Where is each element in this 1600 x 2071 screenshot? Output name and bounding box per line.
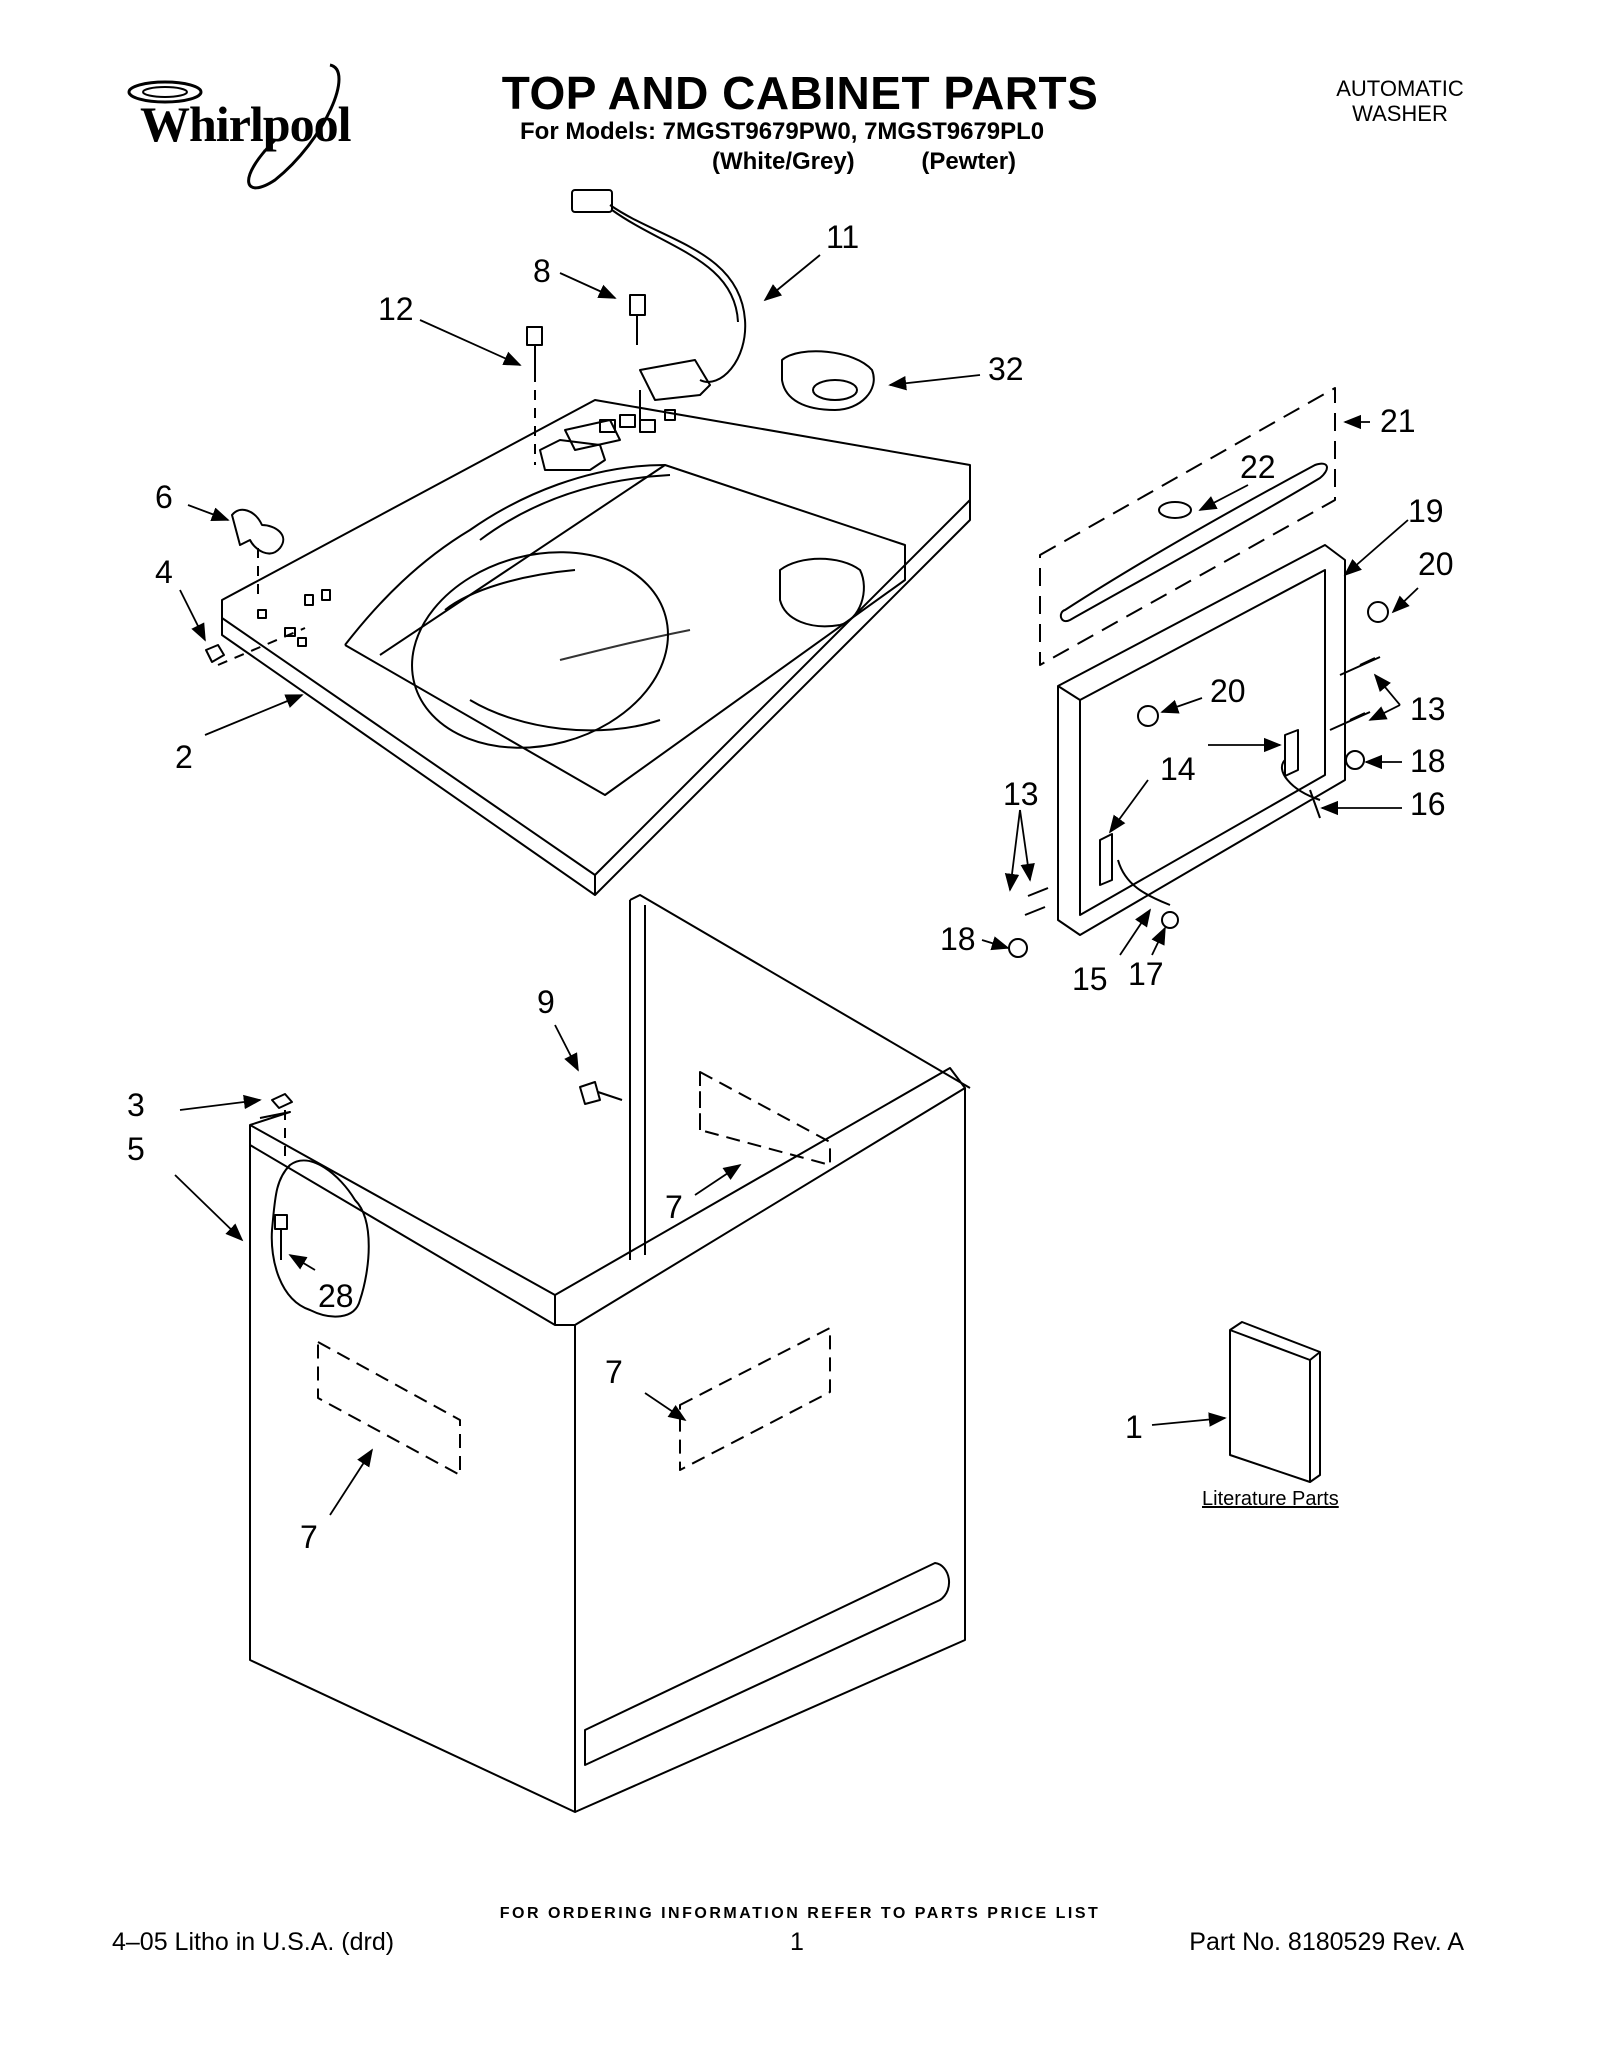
appliance-line-2: WASHER <box>1352 101 1448 126</box>
small-parts <box>205 189 1321 1483</box>
callout-7-front: 7 <box>300 1519 318 1555</box>
callout-18-right: 18 <box>1410 743 1446 779</box>
leader-lines <box>174 254 1419 1516</box>
rear-panel-part <box>1008 387 1389 958</box>
whirlpool-logo-icon <box>127 63 341 190</box>
page-number: 1 <box>790 1928 804 1956</box>
callout-4: 4 <box>155 554 173 590</box>
callout-9: 9 <box>537 984 555 1020</box>
callout-7-side: 7 <box>605 1354 623 1390</box>
callout-13-right: 13 <box>1410 691 1446 727</box>
callout-3: 3 <box>127 1087 145 1123</box>
washer-top-part <box>221 399 971 896</box>
callout-5: 5 <box>127 1131 145 1167</box>
literature-parts-label: Literature Parts <box>1202 1488 1339 1510</box>
models-line: For Models: 7MGST9679PW0, 7MGST9679PL0 <box>520 118 1045 145</box>
callout-14: 14 <box>1160 751 1196 787</box>
callout-7-back: 7 <box>665 1189 683 1225</box>
part-number: Part No. 8180529 Rev. A <box>1189 1928 1464 1956</box>
callout-20-mid: 20 <box>1210 673 1246 709</box>
callout-22: 22 <box>1240 449 1276 485</box>
callout-labels: 8 11 12 32 6 4 2 21 22 19 20 20 13 14 18… <box>127 219 1454 1555</box>
callout-19: 19 <box>1408 493 1444 529</box>
callout-28: 28 <box>318 1278 354 1314</box>
brand-wordmark: Whirlpool <box>140 96 351 152</box>
callout-2: 2 <box>175 739 193 775</box>
callout-16: 16 <box>1410 786 1446 822</box>
washer-cabinet-part <box>249 894 971 1813</box>
callout-12: 12 <box>378 291 414 327</box>
colors-line: (White/Grey) (Pewter) <box>712 148 1017 175</box>
callout-13-left: 13 <box>1003 776 1039 812</box>
callout-20-top: 20 <box>1418 546 1454 582</box>
appliance-line-1: AUTOMATIC <box>1336 76 1464 101</box>
callout-8: 8 <box>533 253 551 289</box>
page-title: TOP AND CABINET PARTS <box>501 67 1099 119</box>
appliance-type: AUTOMATIC WASHER <box>1280 76 1520 126</box>
callout-21: 21 <box>1380 403 1416 439</box>
ordering-note: FOR ORDERING INFORMATION REFER TO PARTS … <box>499 1905 1101 1922</box>
litho-info: 4–05 Litho in U.S.A. (drd) <box>112 1928 395 1956</box>
callout-15: 15 <box>1072 961 1108 997</box>
callout-6: 6 <box>155 479 173 515</box>
callout-32: 32 <box>988 351 1024 387</box>
callout-17: 17 <box>1128 956 1164 992</box>
callout-1: 1 <box>1125 1409 1143 1445</box>
callout-18-left: 18 <box>940 921 976 957</box>
callout-11: 11 <box>826 219 859 255</box>
